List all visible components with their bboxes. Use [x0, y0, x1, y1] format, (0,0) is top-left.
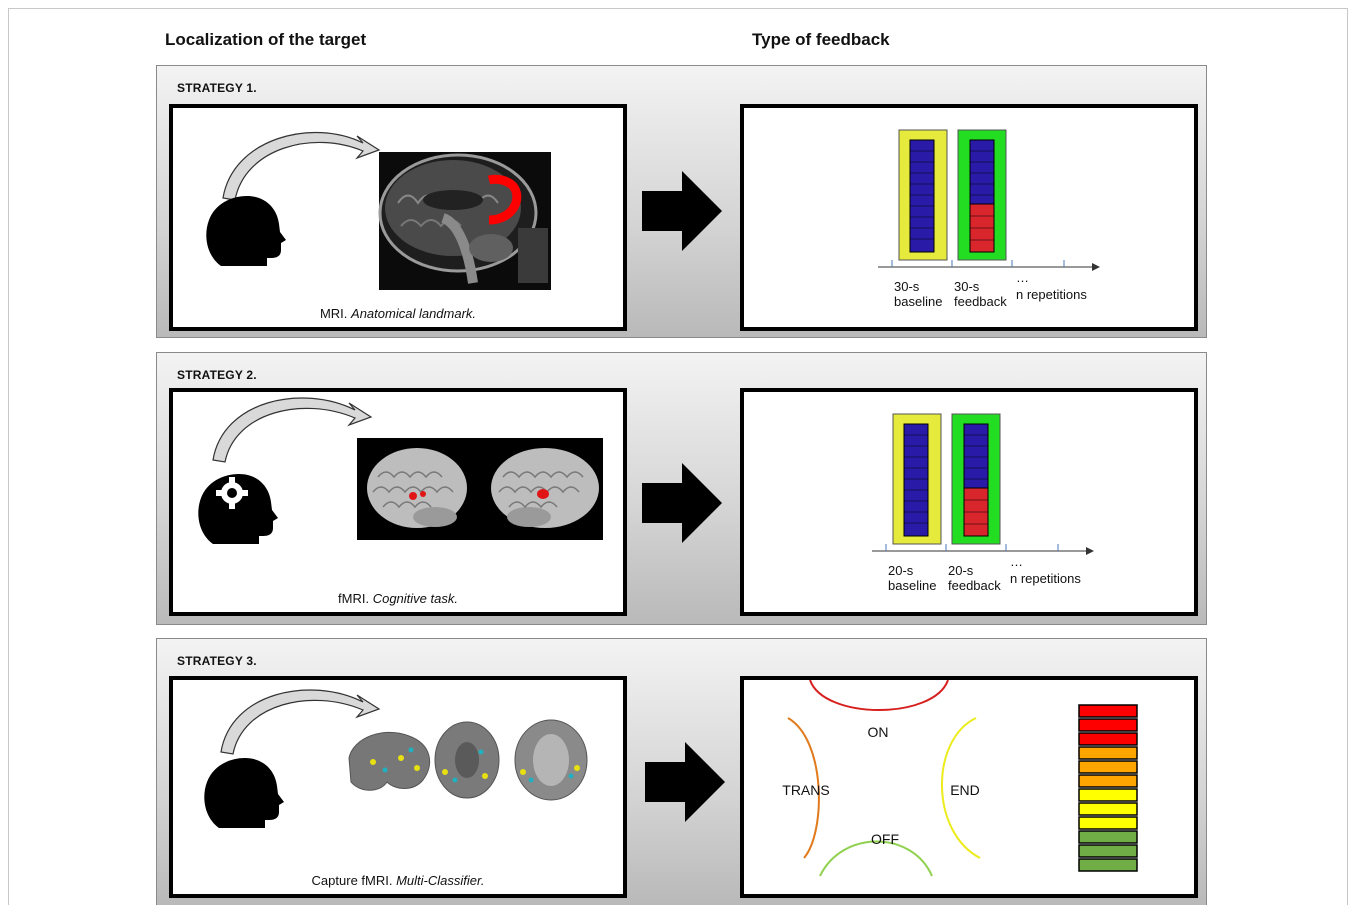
strategy-label: STRATEGY 2.: [177, 368, 257, 382]
curved-arrow-icon: [222, 131, 381, 201]
strategy-2-block: STRATEGY 2.: [156, 352, 1207, 625]
baseline-bar: [909, 139, 935, 253]
arc-off: [819, 840, 933, 877]
feedback-bar: [969, 139, 995, 253]
arc-end: [941, 717, 981, 859]
thermometer-segment: [1078, 732, 1138, 746]
timeline-repetitions: n repetitions: [1016, 287, 1087, 302]
strategy-1-block: STRATEGY 1.: [156, 65, 1207, 338]
timeline-repetitions: n repetitions: [1010, 571, 1081, 586]
thermometer-segment: [1078, 774, 1138, 788]
state-end: END: [950, 782, 980, 798]
localization-panel: Capture fMRI. Multi-Classifier.: [169, 676, 627, 898]
thermometer-segment: [1078, 858, 1138, 872]
strategy-label: STRATEGY 3.: [177, 654, 257, 668]
localization-illustration: [198, 397, 603, 544]
curved-arrow-icon: [220, 689, 381, 755]
right-arrow-icon: [645, 742, 725, 822]
state-on: ON: [868, 724, 889, 740]
strategy-3-block: STRATEGY 3.: [156, 638, 1207, 905]
thermometer-segment: [1078, 830, 1138, 844]
brain-activation-render-image: [357, 438, 603, 540]
arc-trans: [787, 717, 820, 859]
thermometer-feedback-display: [878, 129, 1100, 271]
right-arrow-icon: [642, 463, 722, 543]
arc-on: [809, 680, 949, 711]
state-off: OFF: [871, 831, 899, 847]
caption: Capture fMRI. Multi-Classifier.: [311, 873, 485, 888]
caption: fMRI. Cognitive task.: [338, 591, 458, 606]
baseline-bar: [903, 423, 929, 537]
feedback-panel: ON TRANS END OFF: [740, 676, 1198, 898]
header-localization: Localization of the target: [165, 30, 367, 49]
thermometer-segment: [1078, 718, 1138, 732]
caption: MRI. Anatomical landmark.: [319, 306, 477, 321]
timeline-axis: [878, 260, 1100, 271]
header-feedback: Type of feedback: [752, 30, 890, 49]
thermometer-segment: [1078, 816, 1138, 830]
thermometer-segment: [1078, 844, 1138, 858]
thermometer-segment: [1078, 802, 1138, 816]
localization-illustration: [206, 131, 551, 290]
timeline-ellipsis: …: [1016, 270, 1029, 285]
state-trans: TRANS: [782, 782, 829, 798]
thermometer-segment: [1078, 760, 1138, 774]
state-diagram: ON TRANS END OFF: [782, 680, 1138, 877]
feedback-bar: [963, 423, 989, 537]
localization-panel: MRI. Anatomical landmark.: [169, 104, 627, 331]
figure-frame: [8, 8, 1348, 905]
curved-arrow-icon: [212, 397, 373, 463]
head-with-gear-icon: [198, 474, 278, 544]
head-silhouette-icon: [206, 196, 286, 266]
timeline-axis: [872, 544, 1094, 555]
thermometer-segment: [1078, 704, 1138, 718]
mri-sagittal-image: [378, 152, 551, 290]
right-arrow-icon: [642, 171, 722, 251]
thermometer-segment: [1078, 746, 1138, 760]
brain-slices-image: [348, 719, 588, 801]
strategy-label: STRATEGY 1.: [177, 81, 257, 95]
localization-panel: fMRI. Cognitive task.: [169, 388, 627, 616]
localization-illustration: [204, 689, 588, 828]
head-silhouette-icon: [204, 758, 284, 828]
thermometer-segment: [1078, 788, 1138, 802]
timeline-ellipsis: …: [1010, 554, 1023, 569]
thermometer-feedback-display: [872, 413, 1094, 555]
level-thermometer: [1078, 704, 1138, 872]
